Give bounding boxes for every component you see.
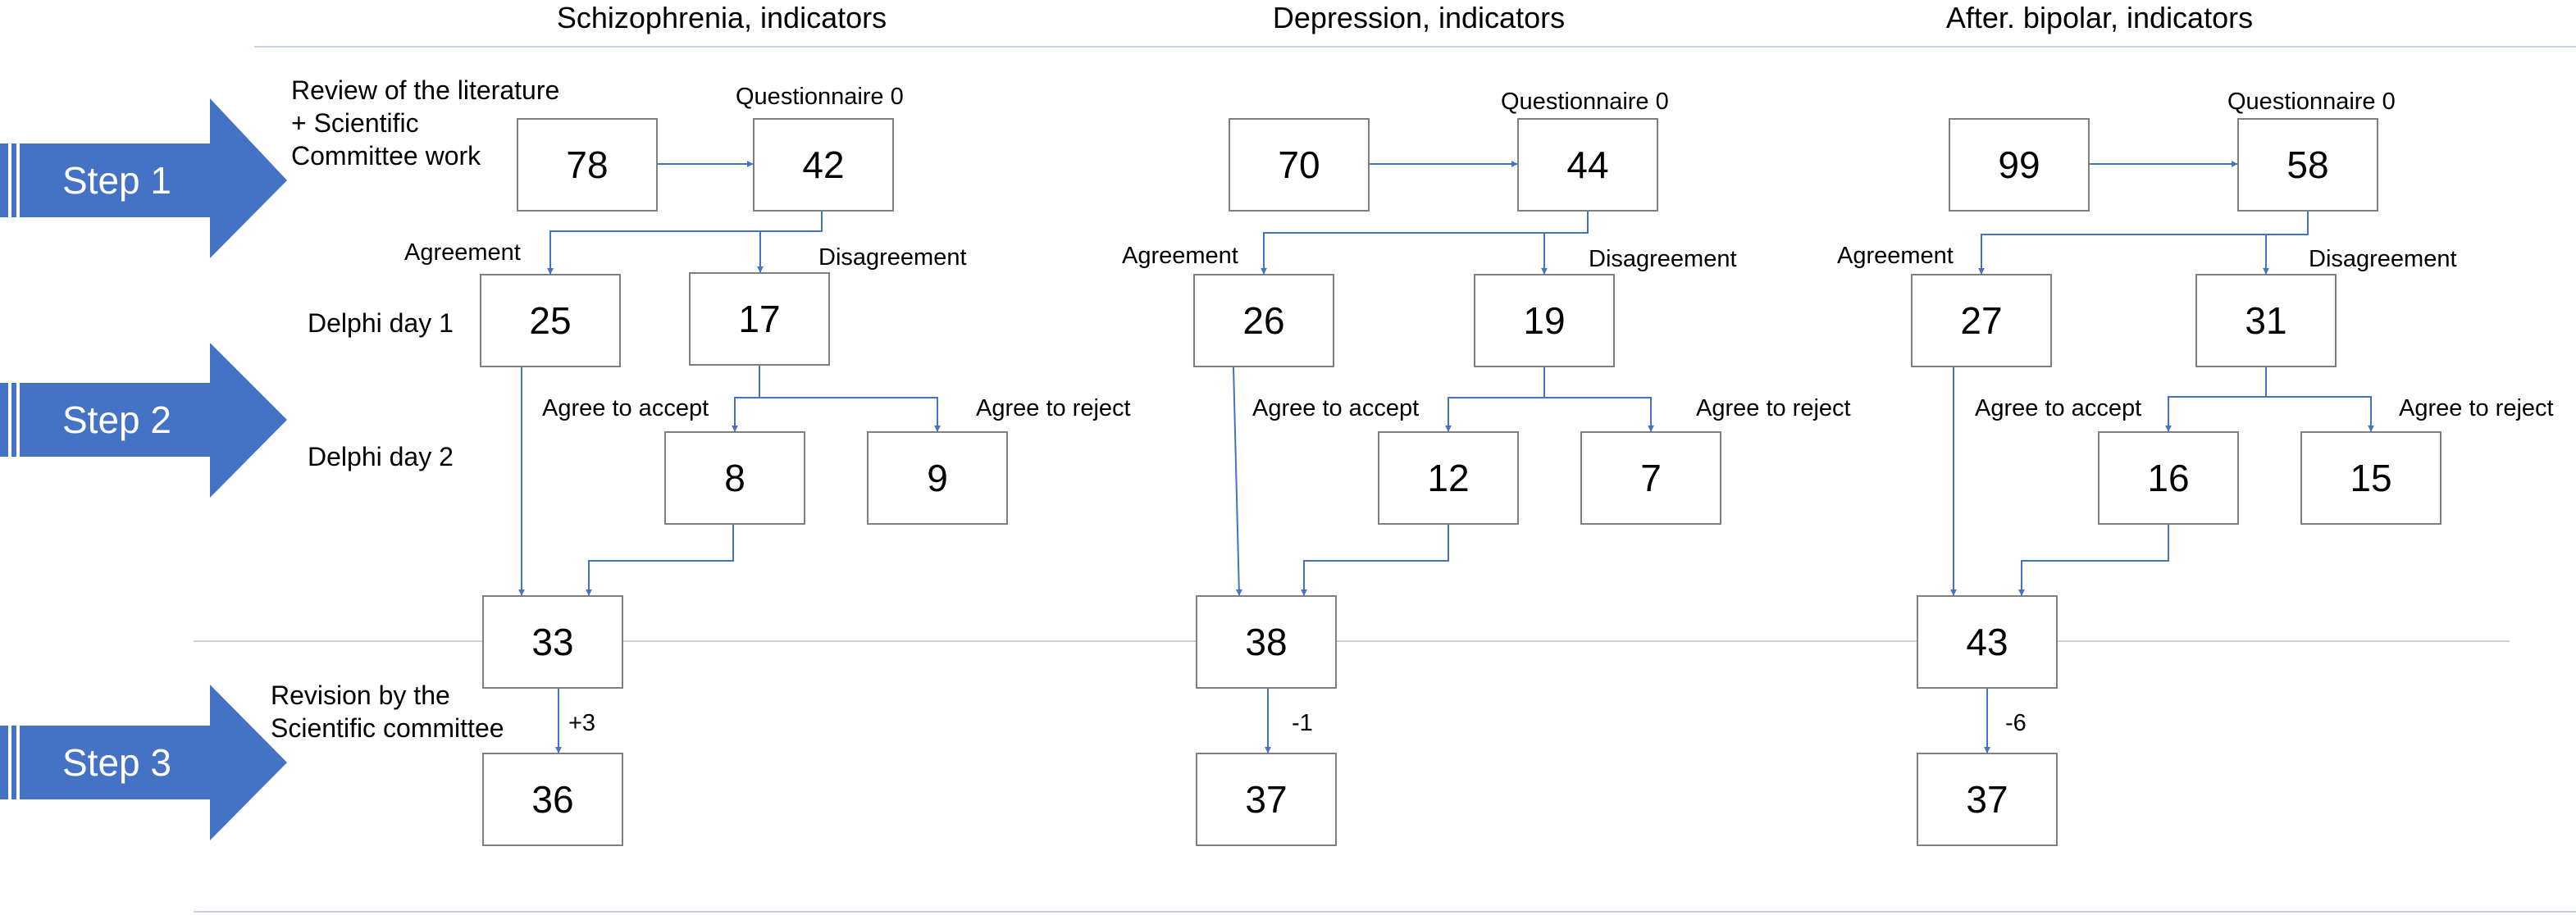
disagreement-count-box: 17 (689, 272, 830, 366)
delphi-day-2-label: Delphi day 2 (308, 442, 454, 471)
questionnaire-label: Questionnaire 0 (736, 84, 904, 110)
disagreement-count-box: 19 (1474, 274, 1615, 367)
reject-count-box: 15 (2300, 431, 2442, 525)
accept-count-box: 12 (1378, 431, 1519, 525)
step-2-arrow-shape (0, 343, 287, 498)
questionnaire-count-box: 42 (753, 118, 894, 212)
literature-review-label: Review of the literature + Scientific Co… (291, 75, 560, 171)
agreement-to-merged-arrow (1233, 366, 1242, 596)
disagreement-to-accept-arrow (732, 366, 760, 432)
header-depression: Depression, indicators (1272, 1, 1566, 34)
questionnaire-label: Questionnaire 0 (1501, 89, 1669, 115)
accept-to-merged-arrow (586, 525, 734, 596)
questionnaire-to-agreement-arrow (547, 212, 823, 275)
disagreement-label: Disagreement (1589, 246, 1737, 272)
disagreement-to-reject-arrow (2266, 396, 2374, 432)
agreement-label: Agreement (1837, 243, 1954, 269)
disagreement-to-reject-arrow (759, 397, 941, 432)
step-2-label: Step 2 (62, 398, 171, 441)
step-3-label: Step 3 (62, 741, 171, 784)
disagreement-to-reject-arrow (1544, 397, 1654, 432)
reject-count-box: 9 (867, 431, 1008, 525)
questionnaire-to-agreement-arrow (1261, 212, 1589, 275)
step-1-label: Step 1 (62, 159, 171, 202)
disagreement-to-accept-arrow (2165, 367, 2267, 432)
questionnaire-to-disagreement-arrow (1541, 232, 1588, 275)
disagreement-label: Disagreement (2309, 246, 2457, 272)
revision-change-label: +3 (568, 710, 596, 736)
header-bipolar: After. bipolar, indicators (1945, 1, 2254, 34)
review-count-box: 78 (517, 118, 658, 212)
questionnaire-label: Questionnaire 0 (2227, 89, 2396, 115)
accept-label: Agree to accept (1975, 395, 2142, 421)
revision-change-label: -1 (1292, 710, 1313, 736)
merged-count-box: 38 (1196, 595, 1337, 689)
review-count-box: 99 (1949, 118, 2090, 212)
disagreement-to-accept-arrow (1445, 367, 1545, 432)
agreement-count-box: 27 (1911, 274, 2052, 367)
accept-label: Agree to accept (1252, 395, 1420, 421)
disagreement-label: Disagreement (818, 244, 967, 271)
step-3-arrow-shape (0, 685, 287, 840)
final-count-box: 37 (1196, 753, 1337, 846)
accept-to-merged-arrow (1301, 525, 1449, 596)
questionnaire-count-box: 58 (2237, 118, 2378, 212)
revision-change-label: -6 (2005, 710, 2027, 736)
reject-label: Agree to reject (2399, 395, 2554, 421)
merged-count-box: 33 (482, 595, 623, 689)
step-1-arrow-shape (0, 98, 287, 258)
disagreement-count-box: 31 (2195, 274, 2337, 367)
questionnaire-to-agreement-arrow (1978, 212, 2309, 275)
questionnaire-to-disagreement-arrow (2263, 234, 2308, 275)
reject-label: Agree to reject (1696, 395, 1851, 421)
accept-count-box: 8 (664, 431, 805, 525)
agreement-count-box: 25 (480, 274, 621, 367)
agreement-count-box: 26 (1193, 274, 1334, 367)
reject-label: Agree to reject (976, 395, 1131, 421)
final-count-box: 37 (1917, 753, 2058, 846)
agreement-label: Agreement (1122, 243, 1238, 269)
questionnaire-to-disagreement-arrow (757, 230, 822, 273)
accept-label: Agree to accept (542, 395, 709, 421)
revision-label: Revision by the Scientific committee (271, 681, 504, 743)
final-count-box: 36 (482, 753, 623, 846)
merged-count-box: 43 (1917, 595, 2058, 689)
reject-count-box: 7 (1580, 431, 1721, 525)
agreement-label: Agreement (404, 239, 521, 266)
delphi-day-1-label: Delphi day 1 (308, 308, 454, 338)
header-schizophrenia: Schizophrenia, indicators (556, 1, 887, 34)
review-count-box: 70 (1229, 118, 1370, 212)
accept-to-merged-arrow (2018, 525, 2169, 596)
questionnaire-count-box: 44 (1517, 118, 1658, 212)
accept-count-box: 16 (2098, 431, 2239, 525)
